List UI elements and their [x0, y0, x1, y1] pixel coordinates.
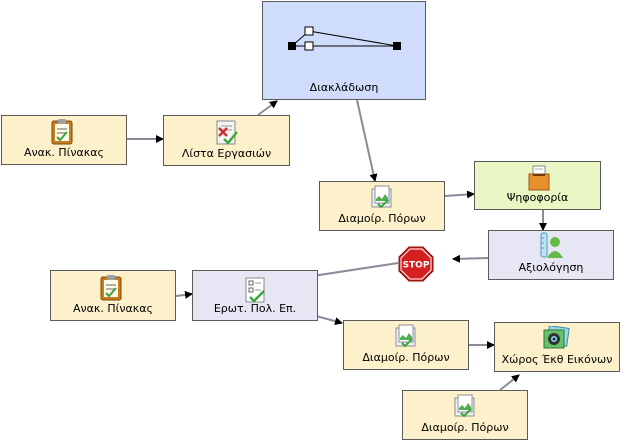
edge-assessment-to-stop[interactable]	[452, 254, 489, 263]
edge-noticeboard2-to-multiplechoice[interactable]	[175, 290, 193, 299]
share-resources-icon	[454, 394, 475, 418]
activity-share-resources-1[interactable]: Διαμοίρ. Πόρων	[319, 181, 445, 231]
stop-gate[interactable]: STOP	[398, 246, 434, 282]
activity-assessment[interactable]: Αξιολόγηση	[488, 230, 614, 280]
edge-share1-to-voting[interactable]	[444, 190, 475, 199]
share-resources-icon	[395, 324, 416, 348]
noticeboard-icon	[100, 275, 122, 301]
activity-noticeboard-2[interactable]: Ανακ. Πίνακας	[50, 270, 176, 321]
noticeboard-icon	[51, 119, 73, 145]
edge-share3-to-gallery[interactable]	[499, 374, 520, 391]
noticeboard-2-label: Ανακ. Πίνακας	[73, 302, 153, 315]
noticeboard-left-label: Ανακ. Πίνακας	[24, 146, 104, 159]
multiple-choice-icon	[245, 277, 265, 303]
branching-label: Διακλάδωση	[309, 81, 379, 94]
stop-label: STOP	[403, 261, 430, 271]
activity-branching[interactable]: Διακλάδωση	[262, 1, 426, 100]
image-gallery-icon	[543, 326, 570, 349]
edge-tasklist-to-branching[interactable]	[257, 100, 278, 116]
activity-noticeboard-left[interactable]: Ανακ. Πίνακας	[1, 115, 127, 165]
voting-icon	[528, 165, 550, 191]
assessment-icon	[540, 232, 563, 258]
activity-share-resources-3[interactable]: Διαμοίρ. Πόρων	[402, 390, 528, 440]
task-list-icon	[216, 120, 238, 145]
assessment-label: Αξιολόγηση	[518, 261, 584, 274]
activity-task-list[interactable]: Λίστα Εργασιών	[163, 115, 290, 166]
image-gallery-label: Χώρος Έκθ Εικόνων	[501, 353, 613, 366]
share-resources-3-label: Διαμοίρ. Πόρων	[421, 421, 509, 434]
share-resources-2-label: Διαμοίρ. Πόρων	[362, 351, 450, 364]
task-list-label: Λίστα Εργασιών	[181, 147, 272, 160]
multiple-choice-label: Ερωτ. Πολ. Επ.	[213, 302, 297, 315]
edge-branching-to-share1[interactable]	[356, 99, 378, 182]
edge-multiplechoice-to-share2[interactable]	[315, 315, 343, 326]
activity-multiple-choice[interactable]: Ερωτ. Πολ. Επ.	[192, 270, 318, 321]
activity-image-gallery[interactable]: Χώρος Έκθ Εικόνων	[494, 322, 620, 372]
share-resources-icon	[371, 185, 392, 209]
activity-share-resources-2[interactable]: Διαμοίρ. Πόρων	[343, 320, 469, 370]
stop-sign-icon	[398, 246, 434, 282]
activity-voting[interactable]: Ψηφοφορία	[474, 161, 601, 210]
voting-label: Ψηφοφορία	[506, 191, 569, 204]
share-resources-1-label: Διαμοίρ. Πόρων	[338, 212, 426, 225]
branching-icon	[288, 26, 401, 51]
